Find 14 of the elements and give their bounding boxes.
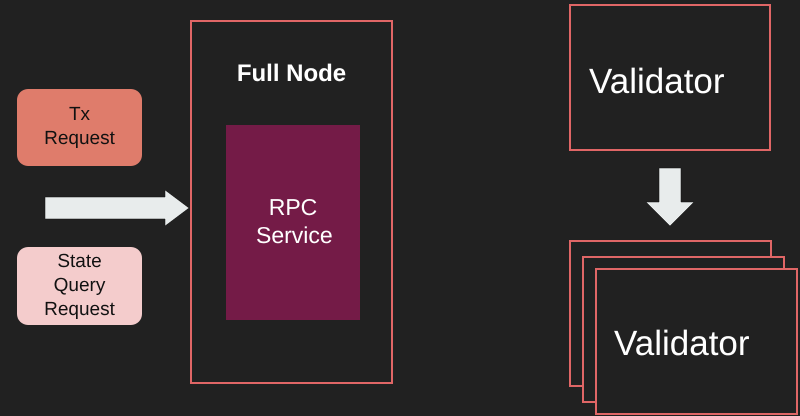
node-label: State Query Request	[43, 250, 116, 322]
node-frame	[190, 20, 393, 384]
block-arrow	[646, 168, 694, 226]
node-label: Validator	[614, 324, 750, 364]
node-frame	[569, 4, 771, 151]
request-box	[17, 247, 142, 325]
node-label: Validator	[589, 62, 725, 102]
service-box	[226, 125, 360, 320]
request-box	[17, 89, 142, 166]
block-arrow	[44, 190, 190, 226]
node-title: Full Node	[236, 60, 348, 88]
node-label: RPC Service	[255, 193, 334, 249]
stacked-frames	[569, 240, 799, 416]
node-label: Tx Request	[43, 103, 116, 151]
